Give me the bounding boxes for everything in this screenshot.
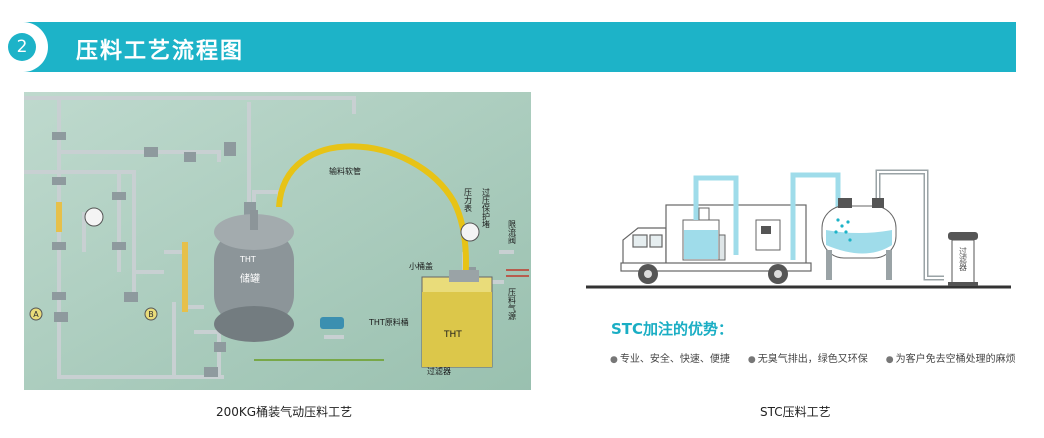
label-gauge: 压力表	[464, 188, 473, 213]
a-circle-icon	[29, 307, 43, 321]
label-drum-text: THT	[443, 330, 462, 340]
label-filter: 过滤器	[427, 366, 451, 376]
header-banner	[0, 22, 1016, 72]
valves	[52, 132, 476, 377]
filter-label: 过滤器	[959, 246, 968, 272]
left-caption: 200KG桶装气动压料工艺	[216, 405, 353, 419]
label-lid: 小桶盖	[409, 261, 433, 271]
storage-tank	[214, 210, 294, 342]
truck-wheels	[638, 264, 788, 284]
pressure-gauge-icon	[460, 222, 480, 242]
label-limit: 限流阀	[508, 220, 517, 245]
level-gauge	[182, 242, 188, 312]
control-box	[755, 219, 781, 251]
label-air: 压料气源	[508, 288, 517, 321]
label-relief: 过压保护堵	[482, 187, 491, 229]
gas-bottle	[718, 234, 726, 261]
pneumatic-diagram-photo: A B 输料软管 THT 储罐 小桶盖 THT原料桶 THT 过滤器 压力表 过…	[24, 92, 531, 390]
label-drum: THT原料桶	[368, 317, 409, 327]
spray-icon	[834, 218, 852, 242]
b-circle-icon	[144, 307, 158, 321]
pipe-network	[24, 96, 514, 379]
raw-material-drum	[421, 270, 493, 368]
advantage-item: 无臭气排出，绿色又环保	[748, 350, 868, 365]
right-caption: STC压料工艺	[760, 405, 831, 419]
label-a: A	[33, 310, 39, 319]
page-title: 压料工艺流程图	[76, 39, 245, 64]
air-arrows	[506, 269, 529, 277]
advantage-item: 专业、安全、快速、便捷	[610, 350, 730, 365]
section-number: 2	[8, 33, 36, 61]
stc-truck-diagram: 过滤器	[586, 169, 1011, 289]
advantages-title: STC加注的优势：	[611, 320, 734, 338]
label-tank-2: 储罐	[240, 272, 260, 285]
pump-icon	[320, 317, 344, 329]
pressure-gauge-icon	[84, 207, 104, 227]
customer-tank	[821, 198, 897, 280]
advantage-item: 为客户免去空桶处理的麻烦	[886, 350, 1016, 365]
advantages-list: 专业、安全、快速、便捷 无臭气排出，绿色又环保 为客户免去空桶处理的麻烦	[610, 350, 1016, 365]
filter-unit	[948, 232, 978, 286]
label-tank-1: THT	[239, 255, 256, 264]
label-hose: 输料软管	[329, 166, 361, 176]
label-b: B	[148, 310, 154, 319]
transfer-pipes	[693, 172, 841, 260]
